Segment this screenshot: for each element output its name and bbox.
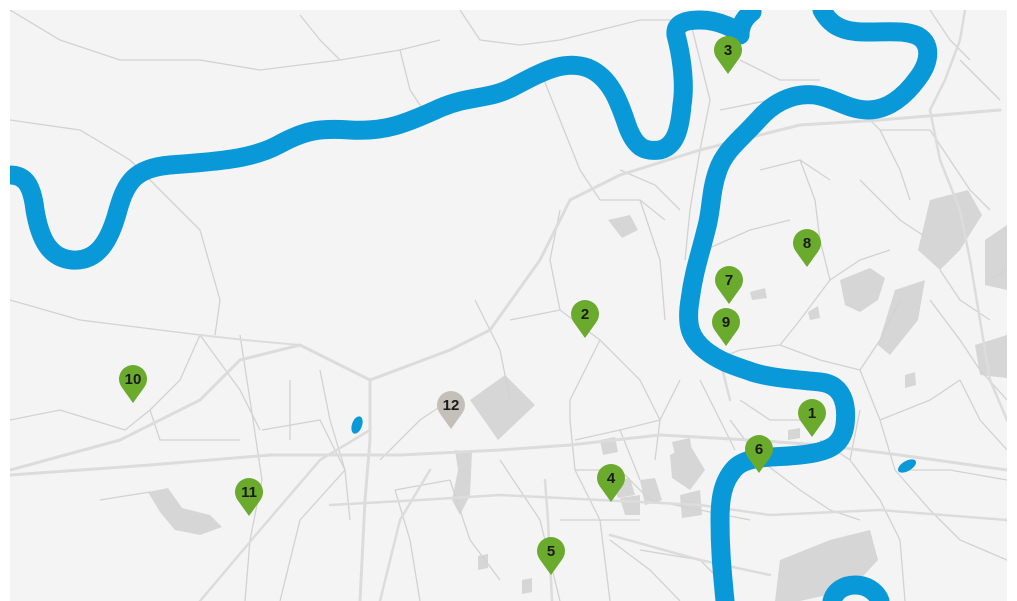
river bbox=[10, 10, 938, 601]
map-marker-4[interactable]: 4 bbox=[597, 464, 626, 502]
map-marker-label: 12 bbox=[443, 397, 460, 414]
map-pin-icon bbox=[235, 478, 263, 516]
map-marker-6[interactable]: 6 bbox=[745, 435, 773, 473]
building-block bbox=[640, 478, 662, 505]
map-marker-11[interactable]: 11 bbox=[235, 478, 263, 516]
map-marker-8[interactable]: 8 bbox=[793, 229, 822, 267]
building-block bbox=[788, 428, 800, 440]
building-block bbox=[975, 335, 1007, 378]
map-marker-9[interactable]: 9 bbox=[712, 308, 741, 346]
building-block bbox=[672, 438, 692, 455]
map-marker-2[interactable]: 2 bbox=[571, 300, 599, 338]
map-marker-label: 8 bbox=[803, 235, 811, 252]
map-marker-label: 9 bbox=[722, 314, 730, 331]
pond bbox=[351, 416, 363, 434]
map-marker-3[interactable]: 3 bbox=[714, 36, 742, 74]
building-block bbox=[808, 306, 820, 320]
building-block bbox=[918, 190, 982, 270]
map-pin-icon bbox=[537, 537, 566, 575]
map-pin-icon bbox=[597, 464, 626, 502]
map-pin-icon bbox=[437, 391, 466, 429]
buildings-layer bbox=[148, 190, 1007, 601]
map-marker-label: 1 bbox=[808, 405, 816, 422]
map-pin-icon bbox=[714, 36, 742, 74]
building-block bbox=[522, 578, 532, 594]
building-block bbox=[670, 445, 705, 490]
map-pin-icon bbox=[798, 399, 826, 437]
map-marker-label: 6 bbox=[755, 441, 763, 458]
building-block bbox=[148, 488, 222, 535]
building-block bbox=[478, 554, 488, 570]
map-pin-icon bbox=[571, 300, 599, 338]
building-block bbox=[878, 280, 925, 355]
map-pin-icon bbox=[715, 266, 744, 304]
building-block bbox=[608, 215, 638, 238]
map-marker-10[interactable]: 10 bbox=[118, 365, 148, 403]
map-marker-label: 11 bbox=[241, 484, 257, 501]
map-pin-icon bbox=[793, 229, 822, 267]
map-marker-label: 5 bbox=[547, 543, 555, 560]
map-marker-label: 2 bbox=[581, 306, 589, 323]
map-marker-7[interactable]: 7 bbox=[715, 266, 744, 304]
map-pin-icon bbox=[118, 365, 148, 403]
map-marker-label: 3 bbox=[724, 42, 732, 59]
map-pin-icon bbox=[712, 308, 741, 346]
building-block bbox=[750, 288, 767, 300]
map-marker-1[interactable]: 1 bbox=[798, 399, 826, 437]
pond bbox=[897, 459, 917, 473]
building-block bbox=[905, 372, 916, 388]
map-pin-icon bbox=[745, 435, 773, 473]
map-marker-label: 7 bbox=[725, 272, 733, 289]
map-marker-12[interactable]: 12 bbox=[437, 391, 466, 429]
map-marker-label: 4 bbox=[607, 470, 616, 487]
map-marker-5[interactable]: 5 bbox=[537, 537, 566, 575]
building-block bbox=[840, 268, 885, 312]
building-block bbox=[470, 375, 535, 440]
map-marker-label: 10 bbox=[125, 371, 142, 388]
